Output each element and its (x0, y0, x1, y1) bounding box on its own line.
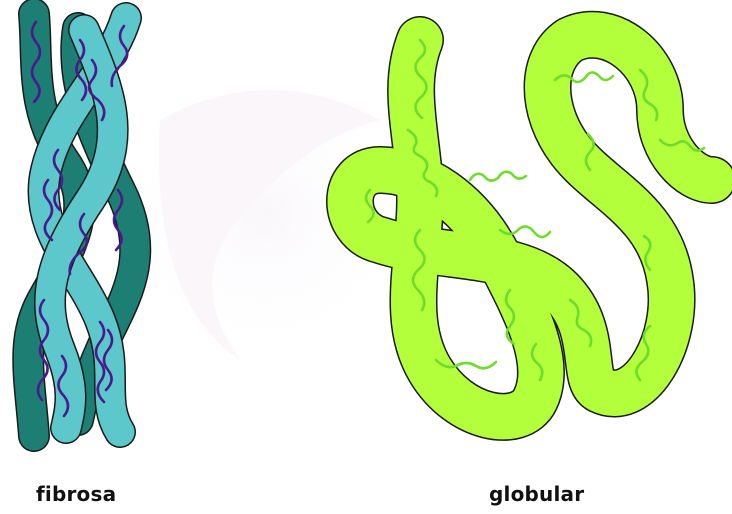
globular-label: globular (489, 482, 584, 506)
fibrous-protein (28, 14, 135, 436)
fibrous-label: fibrosa (36, 482, 116, 506)
globular-protein (350, 35, 712, 417)
